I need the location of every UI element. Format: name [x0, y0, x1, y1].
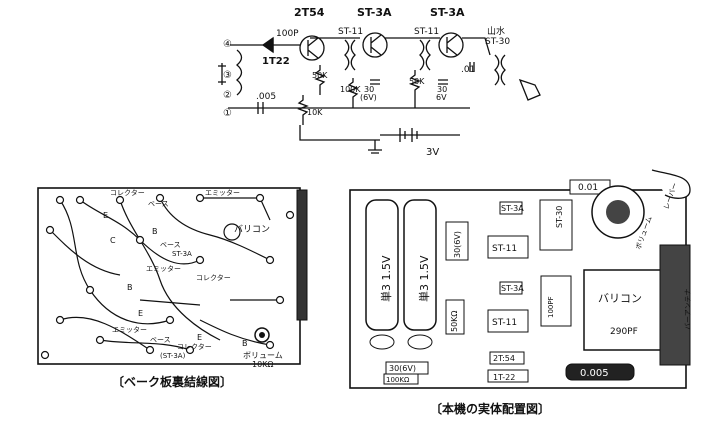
st30-box: [539, 199, 573, 251]
lbl-r-50k: 50KΩ: [450, 310, 459, 332]
t254-box: [489, 351, 525, 365]
speaker-trans-label: ST-30: [485, 37, 510, 47]
trans-1-label: ST-11: [338, 27, 363, 37]
lbl-r-varicon-val: 290PF: [610, 327, 638, 337]
transistor-1-label: 2T54: [294, 6, 325, 19]
transistor-1-symbol: [299, 35, 325, 61]
varicon-box: [583, 269, 675, 351]
c-30-1b-label: (6V): [360, 93, 377, 102]
lbl-base-3: ベース: [150, 336, 171, 344]
cap-01-label: .01: [461, 65, 475, 75]
lbl-batt-a: 単3 1.5V: [379, 255, 393, 302]
st3a-2-box: [499, 281, 523, 295]
lbl-collector-3: コレクター: [177, 342, 212, 351]
st3a-1-box: [499, 201, 523, 215]
battery-label: 3V: [426, 147, 439, 158]
r-50k-2-label: 50K: [409, 77, 425, 86]
varicon-pin: [223, 223, 241, 241]
lbl-batt-b: 単3 1.5V: [417, 255, 431, 302]
cap-005-label: .005: [256, 92, 276, 102]
lbl-e2: E: [138, 309, 143, 318]
battery-b: [403, 199, 437, 331]
lbl-r-st30: ST-30: [555, 206, 564, 228]
r-100k-label: 100K: [340, 85, 361, 94]
lbl-emitter-3: エミッター: [112, 325, 147, 334]
lbl-collector-2: コレクター: [196, 273, 231, 282]
transistor-3-label: ST-3A: [430, 6, 465, 19]
schematic-diagram: [218, 32, 541, 154]
lbl-st3a-1: ST-3A: [172, 250, 192, 258]
schematic-labels: 2T54 ST-3A ST-3A 1T22 100P .005 .01 ST-1…: [223, 6, 510, 158]
cap-30-box: [445, 221, 469, 261]
bar-antenna-left: [296, 189, 308, 321]
lbl-r-varicon: バリコン: [598, 292, 642, 305]
left-caption: 〔ベーク板裏結線図〕: [112, 374, 232, 389]
lbl-volume: ボリューム: [243, 351, 283, 360]
left-board: [37, 187, 308, 365]
trans-2-label: ST-11: [414, 27, 439, 37]
lbl-r-diode: 1T-22: [493, 373, 515, 382]
st11-2-box: [487, 309, 529, 333]
cap-100p-label: 100P: [276, 29, 299, 39]
diode-box: [487, 369, 529, 383]
lbl-emitter-1: エミッター: [205, 188, 240, 197]
terminal-4: ④: [223, 39, 232, 50]
transistor-2-symbol: [362, 32, 388, 58]
battery-a: [365, 199, 399, 331]
lbl-base-2: ベース: [160, 241, 181, 249]
left-board-labels: コレクター エミッター ベース E B C バリコン ベース ST-3A エミッ…: [103, 188, 283, 389]
lbl-r-cap30-b: 30(6V): [389, 364, 416, 373]
r-50k-box: [445, 299, 465, 335]
lbl-r-c0005: 0.005: [580, 368, 609, 379]
lbl-r-c001: 0.01: [578, 183, 598, 193]
lbl-b3: B: [242, 339, 248, 348]
lbl-r-bar-antenna: バーアンテナ: [684, 289, 692, 330]
terminal-3: ③: [223, 70, 232, 81]
c-30-2b-label: 6V: [436, 93, 447, 102]
c-0005-box: [565, 363, 635, 381]
r-50k-1-label: 50K: [312, 71, 328, 80]
lbl-e3: E: [197, 333, 202, 342]
terminal-1: ①: [223, 108, 232, 119]
lbl-r-st3a-1: ST-3A: [501, 204, 524, 213]
r-100k-box: [383, 373, 419, 385]
cap-100pf-box: [540, 275, 572, 327]
speaker-shape: [651, 169, 691, 199]
lbl-r-100k: 100KΩ: [386, 376, 410, 384]
lbl-r-cap30: 30(6V): [453, 231, 462, 258]
lbl-collector-1: コレクター: [110, 188, 145, 197]
lbl-base-1: ベース: [148, 200, 169, 208]
transistor-3-symbol: [438, 32, 464, 58]
lbl-r-st3a-2: ST-3A: [501, 284, 524, 293]
lbl-b2: B: [127, 283, 133, 292]
lbl-r-t254: 2T:54: [493, 354, 515, 363]
right-board: [349, 169, 691, 389]
lbl-r-st11-2: ST-11: [492, 318, 517, 328]
lbl-r-st11-1: ST-11: [492, 244, 517, 254]
vol-10k-label: 10K: [307, 108, 323, 117]
lbl-volume-val: 10KΩ: [252, 360, 274, 369]
transistor-2-label: ST-3A: [357, 6, 392, 19]
right-board-labels: 単3 1.5V 単3 1.5V ST-3A ST-11 ST-3A ST-11 …: [379, 182, 692, 416]
terminal-2: ②: [223, 90, 232, 101]
lbl-r-100pf: 100PF: [547, 296, 555, 318]
st11-1-box: [487, 235, 529, 259]
lbl-varicon: バリコン: [234, 224, 270, 235]
lbl-emitter-2: エミッター: [146, 264, 181, 273]
lbl-e1: E: [103, 211, 108, 220]
right-caption: 〔本機の実体配置図〕: [430, 401, 550, 416]
c-30-2-label: 30: [437, 85, 447, 94]
lbl-c1: C: [110, 236, 116, 245]
lbl-st3a-2: (ST-3A): [160, 352, 186, 360]
bar-antenna-right: [659, 244, 691, 366]
lbl-b1: B: [152, 227, 158, 236]
speaker-brand-label: 山水: [487, 25, 505, 37]
c-30-1-label: 30: [364, 85, 374, 94]
diode-label: 1T22: [262, 56, 290, 67]
